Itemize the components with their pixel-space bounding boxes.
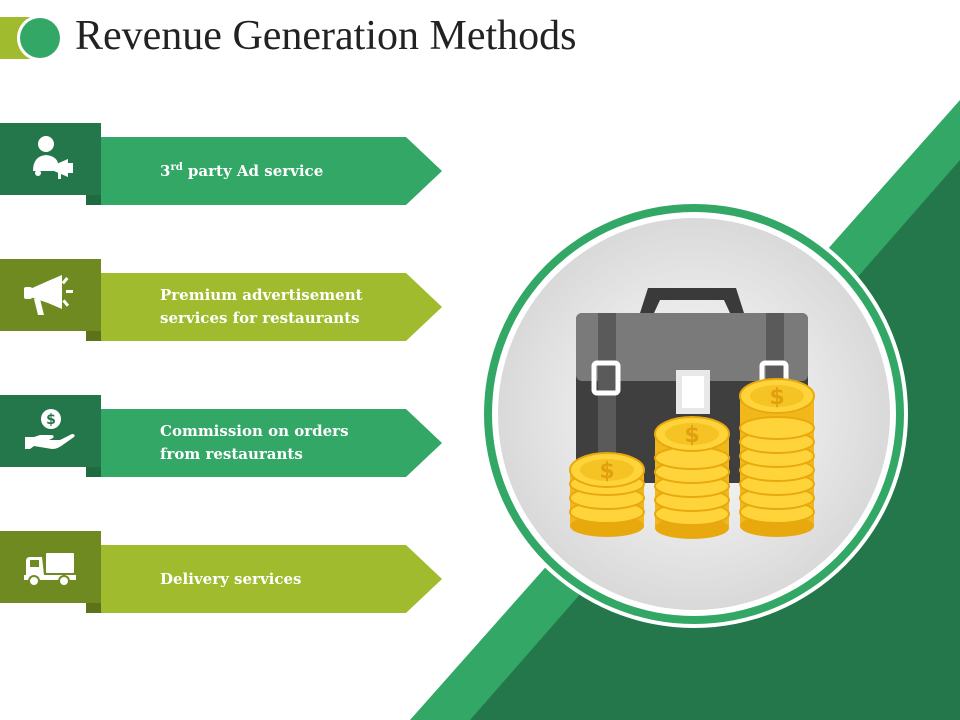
icon-box bbox=[0, 531, 101, 613]
label-superscript: rd bbox=[170, 161, 183, 173]
label-line-1: Premium advertisement bbox=[160, 286, 363, 304]
coin-stack-medium: $ bbox=[654, 416, 730, 539]
label-line-2: from restaurants bbox=[160, 445, 303, 463]
coin-symbol: $ bbox=[684, 423, 699, 448]
coin-symbol: $ bbox=[599, 459, 614, 484]
list-item: $ Commission on orders from restaurants bbox=[0, 395, 450, 477]
item-label: 3rd party Ad service bbox=[160, 137, 400, 205]
item-label: Delivery services bbox=[160, 545, 400, 613]
dollar-symbol: $ bbox=[46, 412, 56, 428]
icon-box bbox=[0, 259, 101, 341]
coin-stack-small: $ bbox=[569, 452, 645, 537]
page-title: Revenue Generation Methods bbox=[75, 13, 577, 59]
item-label: Premium advertisement services for restau… bbox=[160, 273, 400, 341]
coin-symbol: $ bbox=[769, 385, 784, 410]
arrow-banner bbox=[86, 137, 442, 205]
megaphone-icon bbox=[24, 275, 73, 315]
label-text: party Ad service bbox=[182, 161, 324, 180]
icon-box: $ bbox=[0, 395, 101, 477]
label-number: 3 bbox=[160, 161, 171, 180]
list-item: 3rd party Ad service bbox=[0, 123, 450, 205]
list-item: Premium advertisement services for restau… bbox=[0, 259, 450, 341]
item-label: Commission on orders from restaurants bbox=[160, 409, 400, 477]
arrow-banner bbox=[86, 409, 442, 477]
icon-box bbox=[0, 123, 101, 205]
businessman-megaphone-icon bbox=[33, 136, 73, 179]
hand-dollar-icon: $ bbox=[25, 409, 75, 449]
label-line-2: services for restaurants bbox=[160, 309, 360, 327]
coin-stack-large: $ bbox=[739, 378, 815, 537]
label-line-1: Commission on orders bbox=[160, 422, 349, 440]
illustration-circle: $ $ bbox=[478, 198, 910, 630]
delivery-truck-icon bbox=[24, 553, 76, 587]
label-line-1: Delivery services bbox=[160, 569, 302, 588]
briefcase-coins-icon: $ $ bbox=[569, 288, 815, 539]
arrow-banner bbox=[86, 273, 442, 341]
title-badge-dot bbox=[20, 18, 60, 58]
list-item: Delivery services bbox=[0, 531, 450, 613]
arrow-banner bbox=[86, 545, 442, 613]
